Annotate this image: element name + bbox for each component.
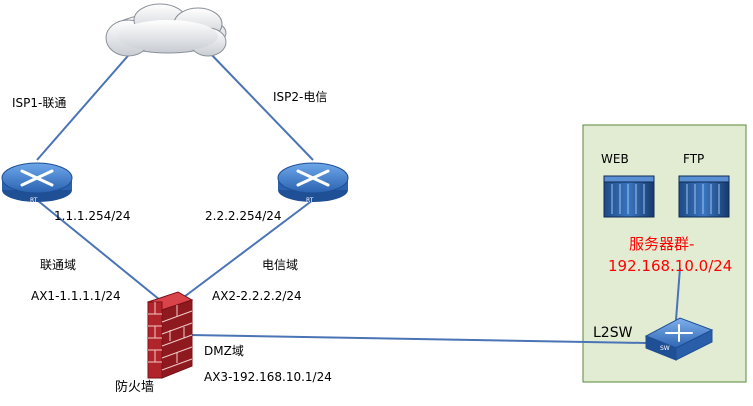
links — [36, 49, 681, 344]
unicom-zone-label: 联通域 — [40, 258, 77, 272]
router-right — [277, 162, 349, 202]
link-router-left-firewall — [36, 199, 161, 301]
router-left-address: 1.1.1.254/24 — [54, 209, 131, 223]
firewall-label: 防火墙 — [115, 380, 155, 395]
router-right-badge: RT — [306, 197, 314, 204]
switch-label: L2SW — [593, 325, 633, 341]
router-arrows-icon — [20, 169, 54, 187]
router-right-address: 2.2.2.254/24 — [205, 209, 282, 223]
telecom-zone-label: 电信域 — [262, 258, 299, 272]
link-switch-servers — [675, 267, 681, 321]
ftp-server-label: FTP — [683, 152, 705, 166]
link-cloud-router-right — [206, 49, 314, 161]
switch-icon — [644, 317, 714, 361]
internet-cloud — [105, 3, 227, 57]
switch-badge: SW — [660, 345, 670, 352]
web-server-icon — [603, 175, 655, 218]
isp1-link-label: ISP1-联通 — [12, 96, 67, 110]
link-firewall-switch — [189, 334, 647, 344]
web-server-label: WEB — [601, 152, 629, 166]
router-arrows-icon — [296, 169, 330, 187]
isp2-link-label: ISP2-电信 — [273, 90, 328, 104]
port-ax3-label: AX3-192.168.10.1/24 — [204, 370, 332, 384]
server-group-subnet: 192.168.10.0/24 — [608, 257, 733, 275]
link-router-right-firewall — [179, 199, 314, 301]
port-ax2-label: AX2-2.2.2.2/24 — [212, 289, 302, 303]
port-ax1-label: AX1-1.1.1.1/24 — [31, 289, 121, 303]
firewall-icon — [146, 291, 194, 379]
server-group-title: 服务器群- — [629, 235, 695, 253]
ftp-server-icon — [678, 175, 730, 218]
router-left-badge: RT — [30, 197, 38, 204]
dmz-zone-label: DMZ域 — [204, 344, 244, 358]
link-cloud-router-left — [36, 49, 134, 161]
router-left — [1, 162, 73, 202]
